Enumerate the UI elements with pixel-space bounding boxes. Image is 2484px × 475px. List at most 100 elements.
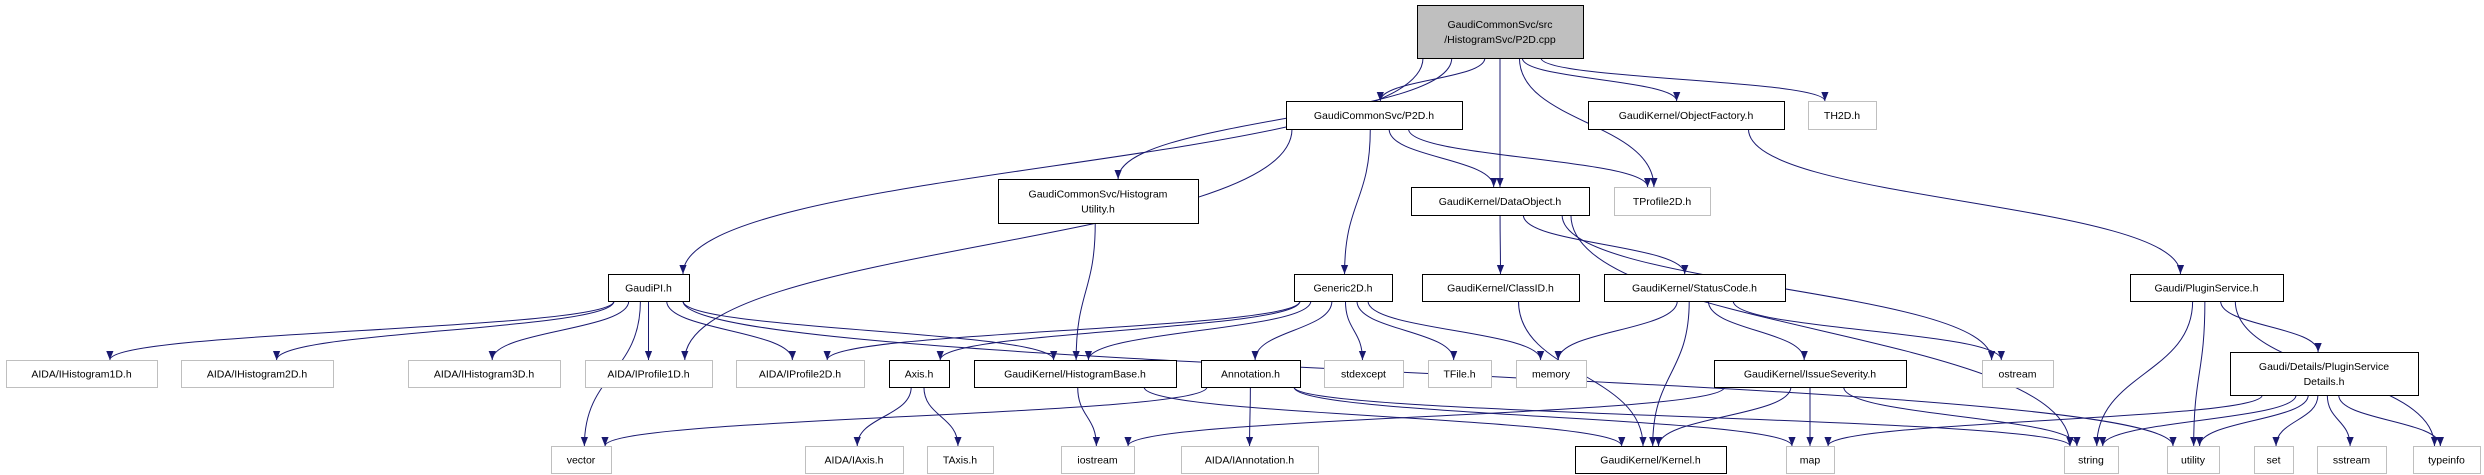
node-label: GaudiKernel/HistogramBase.h xyxy=(1004,369,1146,381)
node-kernel[interactable]: GaudiKernel/Kernel.h xyxy=(1575,446,1727,474)
node-memory: memory xyxy=(1516,360,1587,388)
edge-annotation-to-iannot xyxy=(1245,386,1254,447)
edge-axis-to-taxis xyxy=(923,386,962,447)
node-box xyxy=(1417,5,1584,59)
node-label: Generic2D.h xyxy=(1314,283,1373,295)
node-label: memory xyxy=(1532,369,1571,381)
node-box xyxy=(2230,352,2419,396)
edge-root-to-p2dh xyxy=(1376,57,1486,102)
node-tprof2d: TProfile2D.h xyxy=(1614,187,1711,216)
node-map: map xyxy=(1786,446,1835,474)
edge-statuscode-to-memory xyxy=(1554,300,1678,361)
node-box xyxy=(585,360,713,388)
node-label: vector xyxy=(567,455,596,467)
node-taxis: TAxis.h xyxy=(927,446,994,474)
edge-root-to-histutil xyxy=(1114,57,1453,180)
edge-gaudipi-to-ip2d xyxy=(666,300,796,361)
edge-p2dh-to-generic2d xyxy=(1340,128,1371,275)
edge-issuesev-to-iostream xyxy=(1124,386,1725,447)
node-label: sstream xyxy=(2333,455,2371,467)
node-ip1d: AIDA/IProfile1D.h xyxy=(585,360,713,388)
node-box xyxy=(408,360,561,388)
node-pluginsvc[interactable]: Gaudi/PluginService.h xyxy=(2130,274,2284,302)
node-iostream: iostream xyxy=(1061,446,1135,474)
edge-psdetails-to-sstream xyxy=(2326,394,2354,447)
node-box xyxy=(1422,274,1580,302)
node-classid[interactable]: GaudiKernel/ClassID.h xyxy=(1422,274,1580,302)
node-gaudipi[interactable]: GaudiPI.h xyxy=(608,274,690,302)
node-axis[interactable]: Axis.h xyxy=(889,360,950,388)
node-string: string xyxy=(2064,446,2119,474)
node-label: GaudiKernel/ObjectFactory.h xyxy=(1619,110,1754,122)
node-dataobj[interactable]: GaudiKernel/DataObject.h xyxy=(1411,187,1590,216)
node-label: GaudiCommonSvc/P2D.h xyxy=(1314,110,1434,122)
edges-layer xyxy=(106,57,2444,447)
node-label: GaudiKernel/ClassID.h xyxy=(1447,283,1554,295)
node-label: utility xyxy=(2181,455,2206,467)
edge-dataobj-to-string xyxy=(1570,214,2074,447)
node-label: Gaudi/Details/PluginService xyxy=(2259,361,2389,373)
node-label: TProfile2D.h xyxy=(1633,196,1692,208)
node-label: AIDA/IAnnotation.h xyxy=(1205,455,1294,467)
node-box xyxy=(2413,446,2481,474)
edge-root-to-th2d xyxy=(1540,57,1829,102)
node-box xyxy=(181,360,334,388)
node-box xyxy=(1428,360,1492,388)
node-ih1d: AIDA/IHistogram1D.h xyxy=(6,360,158,388)
node-box xyxy=(1575,446,1727,474)
edge-root-to-objfac xyxy=(1521,57,1681,102)
node-statuscode[interactable]: GaudiKernel/StatusCode.h xyxy=(1604,274,1786,302)
node-label: /HistogramSvc/P2D.cpp xyxy=(1444,34,1556,46)
node-label: AIDA/IProfile2D.h xyxy=(759,369,841,381)
node-label: GaudiKernel/DataObject.h xyxy=(1439,196,1562,208)
node-box xyxy=(1982,360,2054,388)
node-sstream: sstream xyxy=(2317,446,2387,474)
node-label: ostream xyxy=(1999,369,2037,381)
edge-gaudipi-to-histbase xyxy=(682,300,1058,361)
node-box xyxy=(889,360,950,388)
edge-axis-to-iaxis xyxy=(853,386,912,447)
node-issuesev[interactable]: GaudiKernel/IssueSeverity.h xyxy=(1714,360,1907,388)
node-box xyxy=(1786,446,1835,474)
node-label: set xyxy=(2266,455,2280,467)
node-box xyxy=(927,446,994,474)
nodes-layer: GaudiCommonSvc/src/HistogramSvc/P2D.cppG… xyxy=(6,5,2481,474)
node-label: AIDA/IHistogram3D.h xyxy=(434,369,535,381)
edge-issuesev-to-string xyxy=(1843,386,2081,447)
node-label: GaudiKernel/IssueSeverity.h xyxy=(1744,369,1876,381)
node-p2dh[interactable]: GaudiCommonSvc/P2D.h xyxy=(1286,101,1463,130)
edge-histutil-to-histbase xyxy=(1072,222,1096,361)
node-label: TFile.h xyxy=(1443,369,1475,381)
node-histbase[interactable]: GaudiKernel/HistogramBase.h xyxy=(974,360,1177,388)
node-vector: vector xyxy=(551,446,612,474)
edge-psdetails-to-set xyxy=(2272,394,2319,447)
edge-statuscode-to-ostream xyxy=(1732,300,2005,361)
node-box xyxy=(1201,360,1301,388)
node-root[interactable]: GaudiCommonSvc/src/HistogramSvc/P2D.cpp xyxy=(1417,5,1584,59)
node-generic2d[interactable]: Generic2D.h xyxy=(1294,274,1393,302)
edge-pluginsvc-to-string xyxy=(2093,300,2194,447)
node-box xyxy=(1588,101,1785,130)
edge-psdetails-to-utility xyxy=(2195,394,2309,447)
node-ip2d: AIDA/IProfile2D.h xyxy=(736,360,865,388)
node-box xyxy=(2167,446,2220,474)
node-label: TH2D.h xyxy=(1824,110,1860,122)
edge-dataobj-to-statuscode xyxy=(1522,214,1689,275)
node-annotation[interactable]: Annotation.h xyxy=(1201,360,1301,388)
node-box xyxy=(736,360,865,388)
edge-generic2d-to-axis xyxy=(936,300,1301,361)
node-set: set xyxy=(2254,446,2294,474)
node-box xyxy=(2254,446,2294,474)
edge-p2dh-to-dataobj xyxy=(1388,128,1498,188)
node-objfac[interactable]: GaudiKernel/ObjectFactory.h xyxy=(1588,101,1785,130)
edge-gaudipi-to-ih3d xyxy=(488,300,630,361)
edge-pluginsvc-to-utility xyxy=(2190,300,2206,447)
edge-annotation-to-string xyxy=(1293,386,2074,447)
edge-psdetails-to-typeinfo xyxy=(2338,394,2444,447)
node-box xyxy=(805,446,904,474)
edge-annotation-to-map xyxy=(1293,386,1796,447)
node-typeinfo: typeinfo xyxy=(2413,446,2481,474)
node-box xyxy=(2317,446,2387,474)
